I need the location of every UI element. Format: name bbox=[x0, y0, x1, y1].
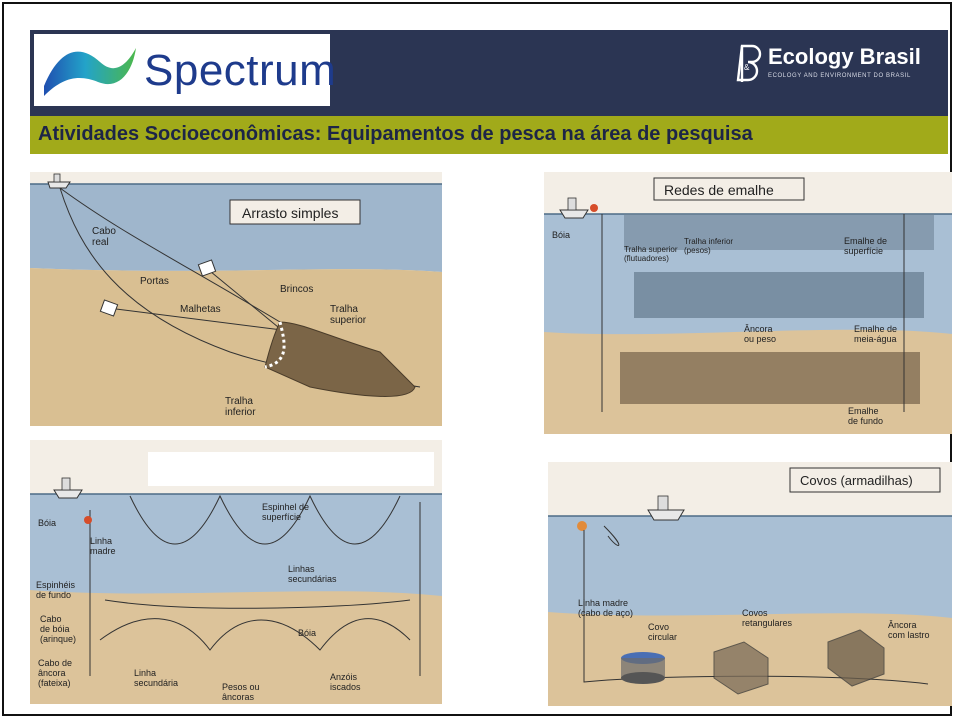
spectrum-logo: Spectrum bbox=[34, 34, 336, 106]
slide-title: Atividades Socioeconômicas: Equipamentos… bbox=[38, 123, 753, 145]
covos-title: Covos (armadilhas) bbox=[800, 473, 913, 488]
wave-logo-icon bbox=[44, 48, 136, 96]
buoy-icon bbox=[590, 204, 598, 212]
label-malhetas: Malhetas bbox=[180, 304, 221, 315]
label-portas: Portas bbox=[140, 276, 169, 287]
label-boia-bottom: Bóia bbox=[298, 628, 316, 638]
partner-name: Ecology Brasil bbox=[768, 44, 921, 69]
circular-trap-icon bbox=[621, 652, 665, 684]
eb-monogram-icon: & bbox=[736, 44, 762, 82]
buoy-icon bbox=[84, 516, 92, 524]
partner-tagline: ECOLOGY AND ENVIRONMENT DO BRASIL bbox=[768, 73, 911, 79]
title-band: Atividades Socioeconômicas: Equipamentos… bbox=[30, 116, 948, 154]
boat-icon bbox=[53, 477, 83, 499]
panel-covos: Covos (armadilhas) Linha madre(cabo de a… bbox=[548, 462, 952, 706]
svg-text:&: & bbox=[744, 63, 750, 72]
covos-illustration: Covos (armadilhas) Linha madre(cabo de a… bbox=[548, 462, 952, 706]
rectangular-trap-icon bbox=[713, 629, 885, 695]
emalhe-title: Redes de emalhe bbox=[664, 182, 774, 198]
label-linha-madre-aco: Linha madre(cabo de aço) bbox=[578, 598, 633, 618]
label-tralha-superior-flut: Tralha superior(flutuadores) bbox=[624, 245, 678, 263]
boat-icon bbox=[647, 495, 685, 521]
buoy-icon bbox=[577, 521, 587, 531]
emalhe-illustration: Redes de emalhe Bóia Tralha superior(flu… bbox=[544, 172, 952, 434]
arrasto-title: Arrasto simples bbox=[242, 205, 338, 221]
panel-emalhe: Redes de emalhe Bóia Tralha superior(flu… bbox=[544, 172, 952, 434]
label-boia: Bóia bbox=[552, 230, 570, 240]
label-brincos: Brincos bbox=[280, 284, 313, 295]
door-icon bbox=[197, 259, 217, 277]
brand-name: Spectrum bbox=[144, 46, 337, 95]
boat-icon bbox=[559, 197, 589, 219]
label-boia-top: Bóia bbox=[38, 518, 56, 528]
redacted-title-box bbox=[148, 452, 434, 486]
door-icon bbox=[99, 299, 119, 317]
boat-icon bbox=[47, 173, 71, 189]
label-tralha-inferior-pesos: Tralha inferior(pesos) bbox=[684, 237, 733, 255]
